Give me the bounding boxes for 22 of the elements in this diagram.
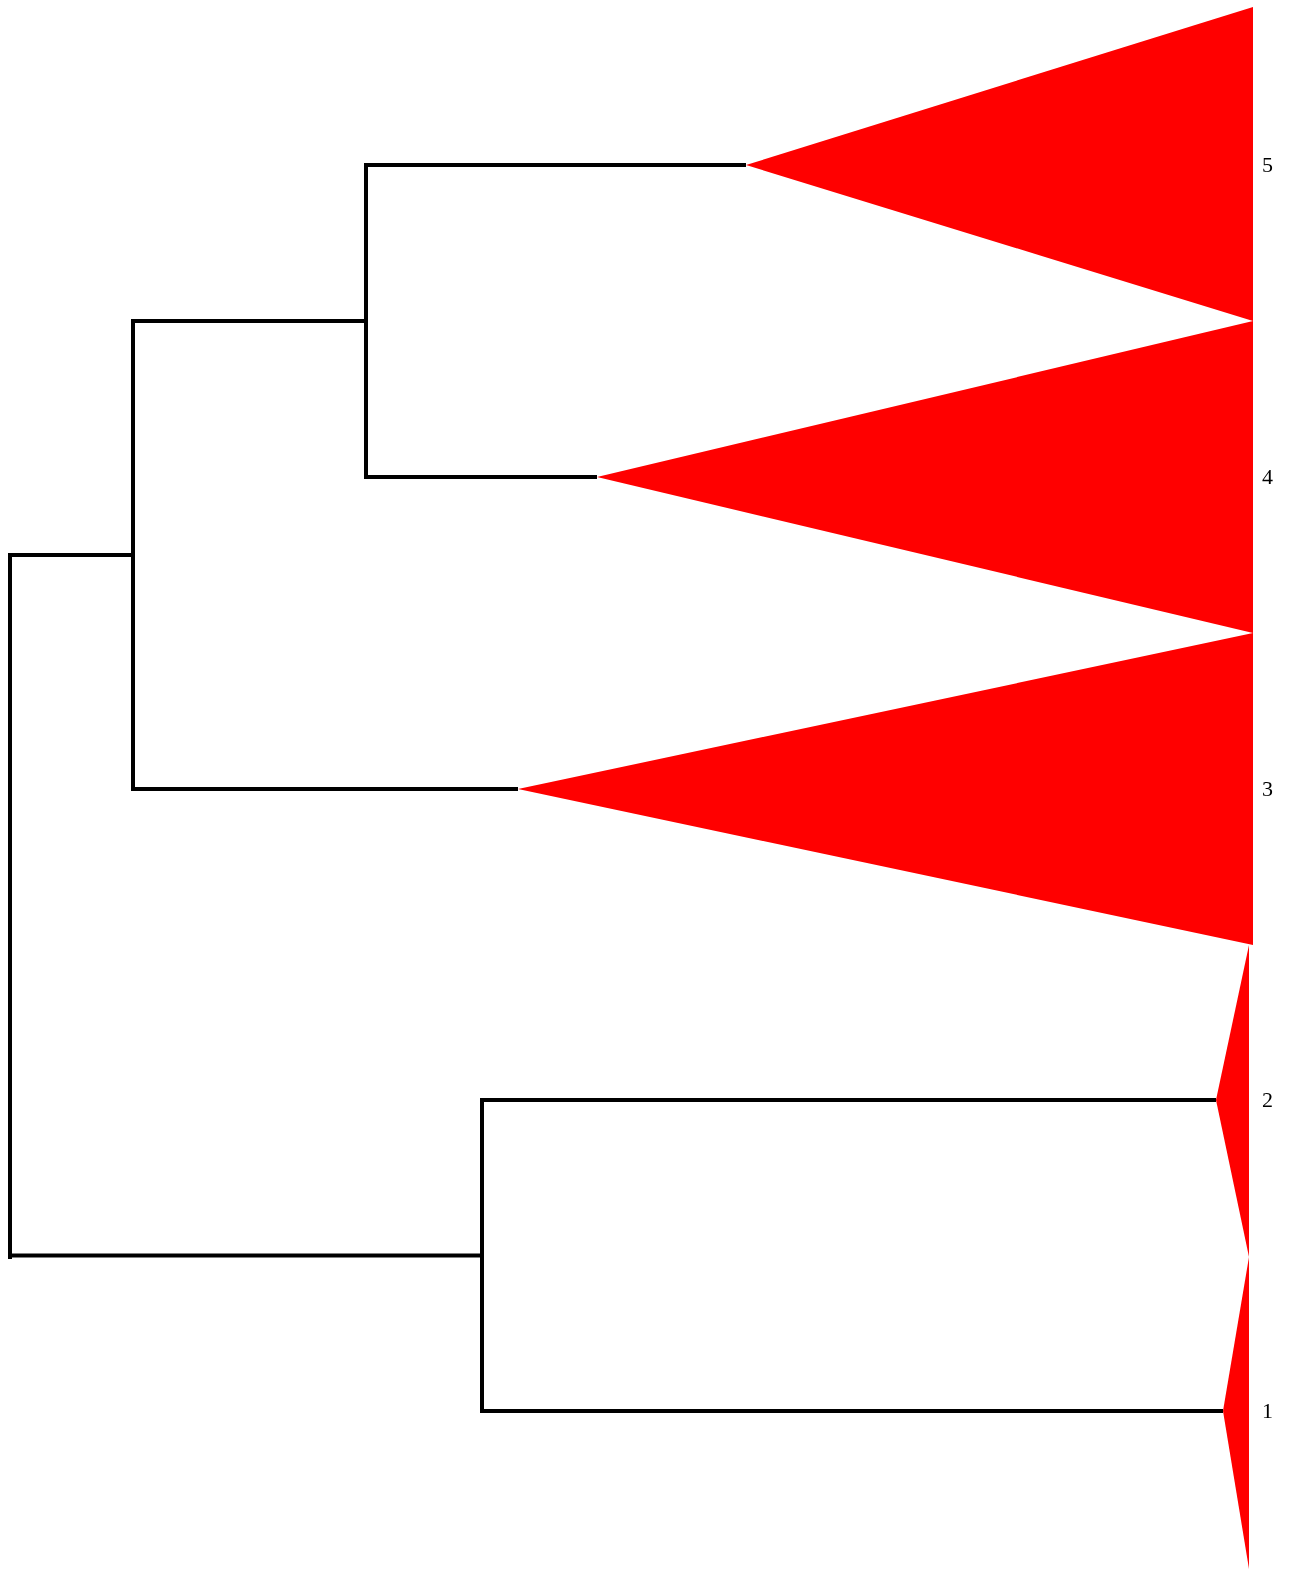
clade-branch-bar [364,163,368,479]
tree-branch-line [368,163,746,167]
tree-branch-line [12,553,131,557]
leaf-label: 5 [1262,153,1273,177]
tree-branch-line [135,787,518,791]
collapsed-clade-triangle [1216,945,1249,1257]
leaf-label: 1 [1262,1399,1273,1423]
collapsed-clade-triangle [518,633,1253,945]
leaf-label: 2 [1262,1088,1273,1112]
leaf-label: 3 [1262,777,1273,801]
tree-branch-line [12,1253,480,1258]
collapsed-clade-triangle [597,321,1253,633]
clade-branch-bar [480,1098,484,1413]
tree-branch-line [484,1409,1223,1413]
clade-branch-bar [131,319,135,791]
collapsed-clade-triangle [1223,1257,1249,1569]
collapsed-clade-triangle [746,7,1253,321]
tree-branch-line [135,319,364,323]
leaf-label: 4 [1262,465,1273,489]
tree-branch-line [484,1098,1216,1102]
clade-branch-bar [8,553,12,1259]
tree-branch-line [368,475,597,479]
